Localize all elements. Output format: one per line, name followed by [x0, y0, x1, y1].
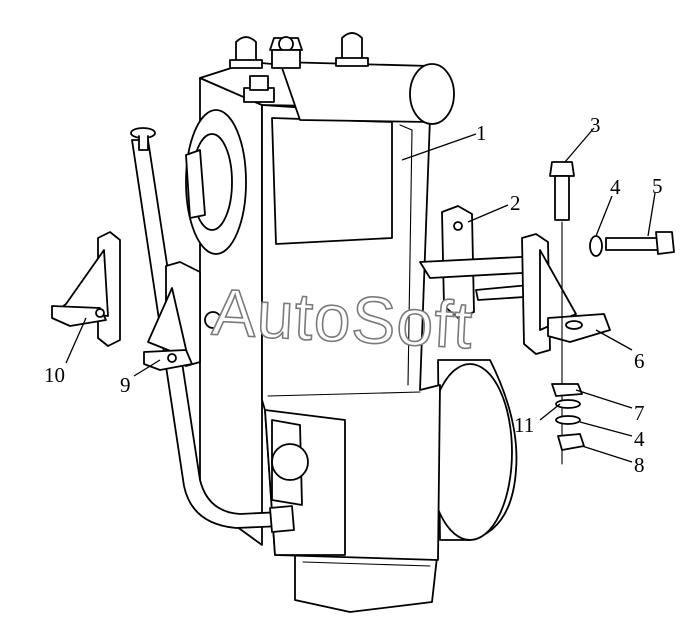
top-plug [243, 75, 275, 103]
callout-8: 8 [634, 453, 645, 477]
callout-1: 1 [476, 121, 487, 145]
callout-labels: 1 2 3 4 5 6 7 11 4 8 9 10 [44, 113, 663, 477]
lower-fastener-stack [551, 383, 585, 451]
callout-4-upper: 4 [610, 175, 621, 199]
callout-6: 6 [634, 349, 645, 373]
side-cylinder [427, 359, 518, 541]
washer-part-4-upper [589, 235, 603, 257]
bracket-part-6 [521, 233, 611, 355]
washer-part-4-lower [555, 415, 581, 425]
washer-part-11 [555, 399, 581, 409]
bracket-part-10 [51, 231, 121, 347]
callout-9: 9 [120, 373, 131, 397]
callout-10: 10 [44, 363, 65, 387]
callout-4-lower: 4 [634, 427, 645, 451]
side-flange [185, 109, 247, 329]
callout-2: 2 [510, 191, 521, 215]
lifting-eyes [229, 32, 369, 69]
bracket-part-9 [143, 261, 201, 371]
callout-7: 7 [634, 401, 645, 425]
bolt-part-5 [605, 231, 675, 255]
bracket-part-2 [419, 205, 541, 319]
watermark-text: AutoSoft [210, 275, 475, 363]
callout-3: 3 [590, 113, 601, 137]
plate-part-7 [551, 383, 583, 397]
top-tank [279, 61, 455, 125]
nut-part-8 [557, 433, 585, 451]
watermark: AutoSoft [209, 274, 475, 363]
leader-lines [65, 127, 656, 463]
callout-5: 5 [652, 174, 663, 198]
callout-11: 11 [514, 413, 534, 437]
